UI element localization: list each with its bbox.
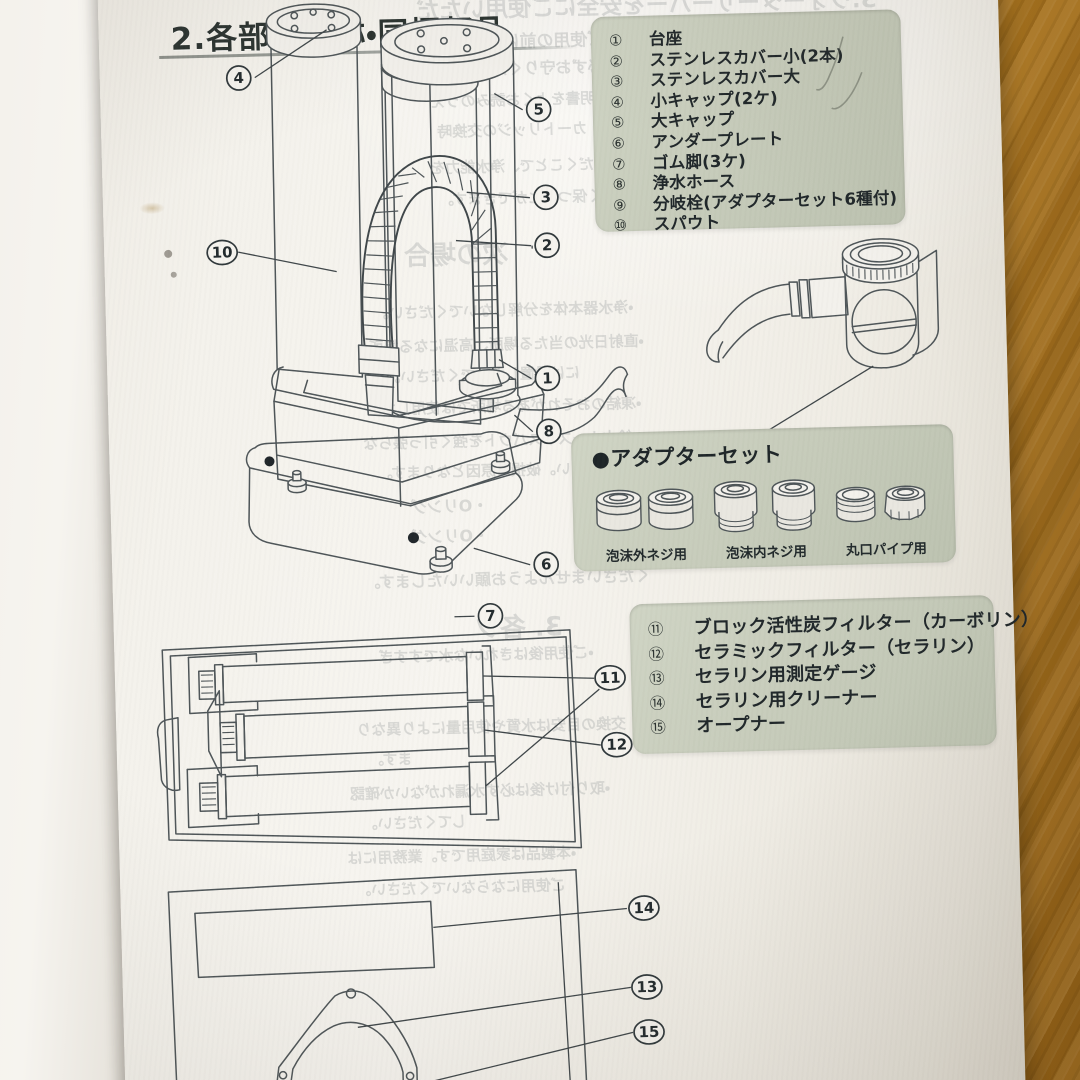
filter-item-number: ⑬	[648, 669, 665, 688]
part-item-number: ⑨	[612, 196, 627, 215]
part-item-label: ステンレスカバー大	[649, 67, 801, 90]
manual-page: 3.ウォーターサーバーを安全にご使用いただくために、浄水器をご使用の前に、下記の…	[96, 0, 1039, 1080]
adapter-set-title: ●アダプターセット	[591, 442, 783, 472]
assembly-diagram: 123456789101112141315	[156, 3, 940, 1080]
callout-number-text: 15	[638, 1023, 659, 1042]
rubber-foot-right	[490, 450, 511, 475]
callout-number-text: 4	[233, 69, 244, 87]
callout-number-text: 5	[533, 100, 544, 118]
callout-cartridge-12: 12	[600, 731, 633, 758]
stainless-cover-large	[380, 17, 515, 416]
callout-assembly-7: 7	[477, 602, 504, 629]
callout-assembly-3: 3	[533, 184, 559, 211]
callout-number-text: 14	[633, 899, 654, 918]
filter-item-number: ⑭	[649, 693, 666, 713]
callout-number-text: 2	[542, 236, 553, 254]
filter-item-number: ⑪	[647, 620, 664, 639]
part-item-label: 小キャップ(2ケ)	[650, 88, 779, 111]
adapter-caption-round-pipe: 丸口パイプ用	[845, 540, 928, 559]
adapter-round-pipe-b	[884, 485, 926, 521]
cartridge-middle	[207, 689, 496, 778]
adapter-aerator-inner-b	[771, 479, 816, 531]
part-item-label: ゴム脚(3ケ)	[651, 150, 747, 173]
part-item-number: ①	[608, 31, 623, 50]
callout-assembly-4: 4	[225, 65, 252, 91]
rubber-foot-detached	[429, 545, 453, 573]
column-large-body	[380, 60, 521, 423]
diverter-valve	[706, 238, 940, 369]
left-page-text-fragment: ター	[0, 0, 25, 3]
callout-accessory-15: 15	[633, 1019, 665, 1045]
filter-item-number: ⑫	[648, 644, 665, 664]
adapter-aerator-outer-b	[647, 488, 694, 530]
adapter-illustrations	[595, 479, 926, 533]
callout-accessory-14: 14	[628, 895, 660, 921]
adapter-aerator-inner-a	[713, 480, 758, 533]
adapter-aerator-outer-a	[595, 489, 642, 532]
part-item-number: ⑧	[612, 175, 627, 194]
callout-assembly-1: 1	[534, 365, 561, 392]
part-item-number: ⑦	[611, 154, 626, 174]
callout-assembly-2: 2	[534, 232, 560, 259]
callout-cartridge-11: 11	[594, 664, 626, 691]
callout-number-text: 8	[543, 422, 554, 440]
adapter-set-box: ●アダプターセット	[570, 424, 957, 572]
cartridge-tray-diagram	[156, 629, 583, 849]
part-item-label: 台座	[648, 28, 683, 49]
part-item-number: ②	[609, 51, 624, 71]
callout-number-text: 6	[541, 555, 552, 573]
base-unit	[271, 364, 545, 507]
accessories-diagram	[167, 868, 589, 1080]
part-item-label: 大キャップ	[650, 109, 735, 131]
callout-assembly-10: 10	[206, 239, 239, 266]
callout-number-text: 13	[636, 978, 657, 997]
callout-number-text: 10	[212, 243, 233, 262]
adapter-caption-inner-thread: 泡沫内ネジ用	[725, 543, 808, 562]
part-item-number: ③	[609, 72, 624, 91]
cartridge-bottom	[186, 755, 500, 829]
part-item-number: ⑩	[613, 216, 628, 235]
adapter-caption-outer-thread: 泡沫外ネジ用	[605, 546, 688, 565]
part-item-label: アンダープレート	[651, 129, 784, 152]
cartridge-top	[187, 645, 495, 715]
part-item-number: ④	[610, 93, 625, 112]
callout-assembly-5: 5	[525, 96, 552, 123]
callout-assembly-6: 6	[533, 551, 560, 578]
filter-item-label: オープナー	[696, 713, 787, 737]
rubber-foot-left	[287, 469, 307, 494]
callout-leaders-cartridges	[482, 675, 601, 787]
callout-accessory-13: 13	[631, 974, 663, 1000]
part-item-number: ⑥	[611, 134, 626, 153]
part-item-number: ⑤	[610, 113, 625, 132]
callout-number-text: 11	[599, 669, 620, 688]
part-item-label: スパウト	[653, 213, 721, 234]
callout-number-layer: 123456789101112141315	[206, 65, 761, 1045]
callout-leaders-accessories	[321, 882, 634, 1080]
callout-number-text: 1	[542, 369, 553, 387]
filter-item-number: ⑮	[650, 718, 667, 737]
gauge-part	[276, 988, 418, 1080]
callout-assembly-8: 8	[535, 418, 562, 445]
under-plate	[245, 431, 523, 575]
filter-item-label: セラリン用クリーナー	[695, 686, 878, 713]
part-item-label: 浄水ホース	[652, 171, 736, 193]
callout-number-text: 3	[540, 188, 551, 206]
callout-number-text: 12	[606, 735, 627, 754]
adapter-round-pipe-a	[835, 486, 876, 523]
callout-number-text: 7	[485, 607, 496, 625]
